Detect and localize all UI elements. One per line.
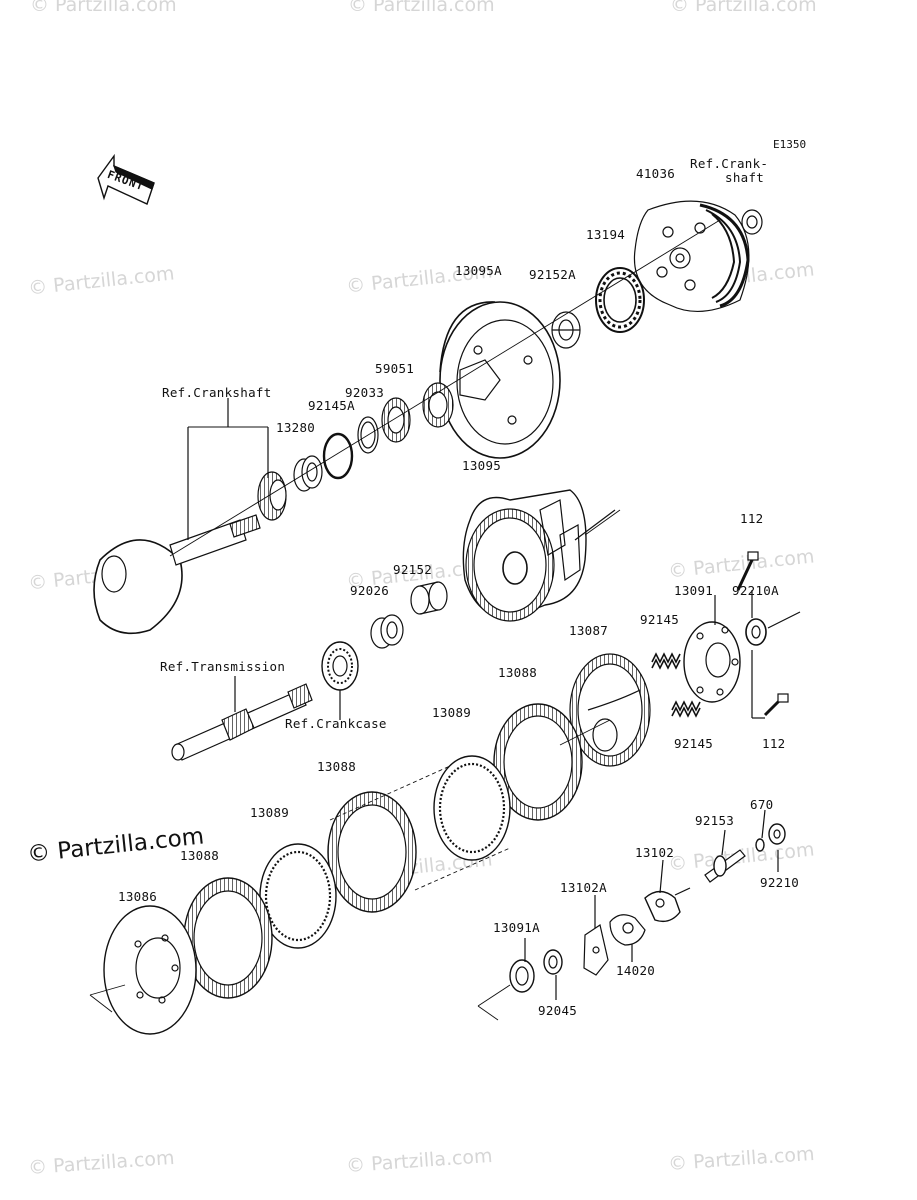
label-13102A: 13102A — [560, 880, 607, 895]
spring-92145-top — [651, 652, 681, 670]
label-13280: 13280 — [276, 420, 316, 435]
plate-13086 — [103, 905, 197, 1035]
label-92153: 92153 — [695, 813, 735, 828]
one-way-clutch-13194 — [595, 267, 645, 333]
collar-92026 — [370, 614, 404, 649]
friction-plate-13088-mid — [327, 791, 417, 913]
label-ref-crank-shaft: Ref.Crank- — [690, 156, 769, 171]
spring-92145A — [322, 432, 354, 480]
label-13088-mid: 13088 — [498, 665, 538, 680]
label-ref-crankshaft: Ref.Crankshaft — [162, 385, 272, 400]
label-59051: 59051 — [375, 361, 415, 376]
label-670: 670 — [750, 797, 774, 812]
front-arrow-icon — [97, 153, 155, 205]
label-ref-transmission: Ref.Transmission — [160, 659, 286, 674]
watermark: © Partzilla.com — [670, 0, 817, 16]
spring-92145-bottom — [671, 700, 701, 718]
crankcase-bearing — [321, 641, 359, 691]
collar-13280 — [293, 455, 323, 492]
label-14020: 14020 — [616, 963, 656, 978]
nut-92210 — [768, 823, 786, 845]
bolt-112-bottom — [763, 693, 789, 717]
label-ref-crankcase: Ref.Crankcase — [285, 716, 387, 731]
watermark: © Partzilla.com — [30, 0, 177, 16]
label-92145A: 92145A — [308, 398, 355, 413]
o-ring-670 — [755, 838, 765, 852]
primary-gear-small — [422, 382, 454, 428]
label-ref-crank-shaft-2: shaft — [725, 170, 765, 185]
label-13088-left: 13088 — [317, 759, 357, 774]
crankshaft — [93, 514, 261, 635]
label-92152: 92152 — [393, 562, 433, 577]
label-13095A: 13095A — [455, 263, 502, 278]
label-92145-top: 92145 — [640, 612, 680, 627]
pressure-plate-13091 — [683, 621, 741, 703]
plate-14020 — [609, 914, 646, 946]
nut-92210A — [745, 611, 801, 646]
label-92210A: 92210A — [732, 583, 779, 598]
label-13086: 13086 — [118, 889, 158, 904]
clutch-basket-13095 — [462, 489, 616, 622]
lifter-13102A — [583, 924, 609, 976]
stud-92153 — [704, 849, 746, 883]
label-13091A: 13091A — [493, 920, 540, 935]
friction-plate-13088-right — [493, 703, 583, 821]
label-92152A: 92152A — [529, 267, 576, 282]
label-92145-bottom: 92145 — [674, 736, 714, 751]
bushing-92152A — [551, 311, 581, 349]
label-112-top: 112 — [740, 511, 764, 526]
steel-plate-13089-left — [259, 843, 337, 949]
label-92045: 92045 — [538, 1003, 578, 1018]
bushing-92152 — [410, 581, 448, 615]
friction-plate-13088-low — [183, 877, 273, 999]
clutch-outer-41036 — [633, 200, 750, 313]
clutch-hub-13087 — [569, 653, 651, 767]
crankshaft-gear — [257, 471, 287, 521]
watermark: © Partzilla.com — [348, 0, 495, 16]
crankshaft-nut — [741, 209, 763, 235]
label-13091: 13091 — [674, 583, 714, 598]
label-13087: 13087 — [569, 623, 609, 638]
clutch-gear-13095A — [439, 301, 561, 459]
label-92210: 92210 — [760, 875, 800, 890]
bearing-13091A — [509, 959, 535, 993]
lifter-13102 — [644, 887, 691, 923]
diagram-code: E1350 — [773, 138, 807, 151]
label-13095: 13095 — [462, 458, 502, 473]
label-112-bottom: 112 — [762, 736, 786, 751]
steel-plate-13089-mid — [433, 755, 511, 861]
label-13089-mid: 13089 — [432, 705, 472, 720]
bearing-92045 — [543, 949, 563, 975]
label-92033: 92033 — [345, 385, 385, 400]
gear-59051 — [381, 397, 411, 443]
label-92026: 92026 — [350, 583, 390, 598]
label-13102: 13102 — [635, 845, 675, 860]
label-13088-low: 13088 — [180, 848, 220, 863]
label-13194: 13194 — [586, 227, 626, 242]
label-13089-left: 13089 — [250, 805, 290, 820]
bolt-112-top — [736, 551, 759, 591]
label-41036: 41036 — [636, 166, 676, 181]
transmission-shaft — [171, 683, 313, 761]
